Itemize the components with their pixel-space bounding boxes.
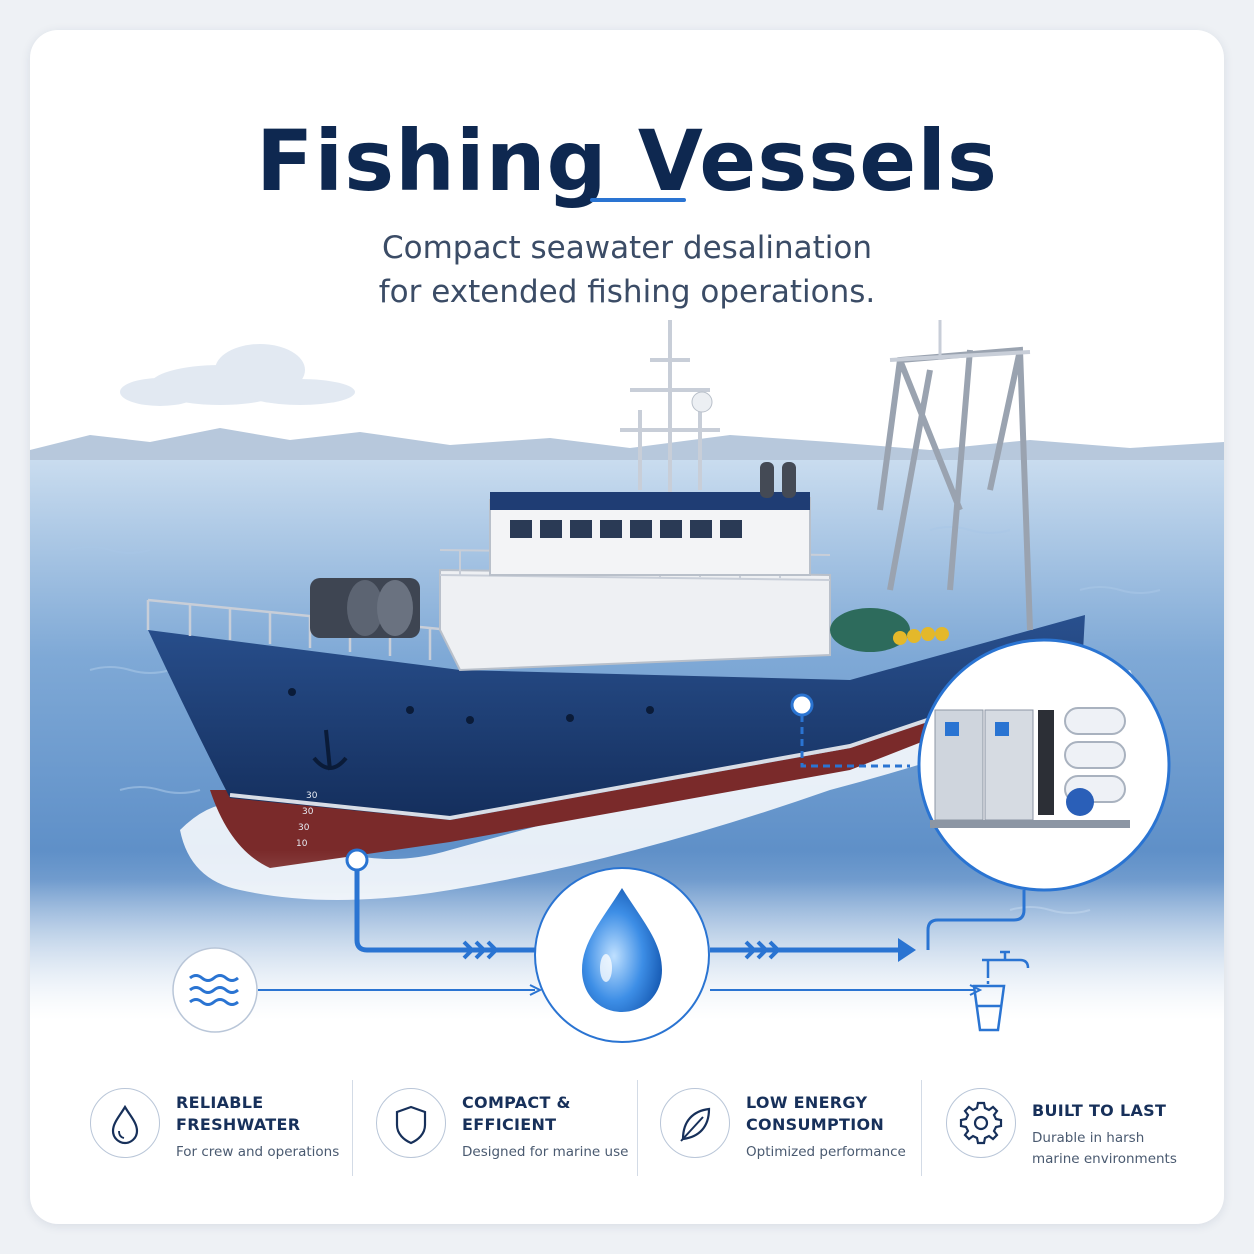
distant-hills — [30, 428, 1224, 470]
feature-desc-line: marine environments — [1032, 1151, 1177, 1167]
shield-icon — [376, 1088, 446, 1158]
feature-list: RELIABLE FRESHWATER For crew and operati… — [30, 1070, 1224, 1190]
feature-title-line: CONSUMPTION — [746, 1115, 885, 1134]
feature-title-line: FRESHWATER — [176, 1115, 301, 1134]
feature-title-line: RELIABLE — [176, 1093, 264, 1112]
feature-title: LOW ENERGY CONSUMPTION — [746, 1092, 936, 1136]
page-subtitle: Compact seawater desalination for extend… — [30, 226, 1224, 314]
feature-divider — [921, 1080, 922, 1176]
feature-divider — [637, 1080, 638, 1176]
hull-mark: 30 — [302, 807, 314, 817]
faucet-glass-icon — [972, 950, 1030, 1032]
feature-title-line: COMPACT & — [462, 1093, 571, 1112]
page-title: Fishing Vessels — [255, 112, 999, 210]
feature-title: COMPACT & EFFICIENT — [462, 1092, 652, 1136]
hull-mark: 10 — [296, 839, 308, 849]
feature-description: For crew and operations — [176, 1142, 376, 1163]
waves-icon — [172, 947, 258, 1033]
feature-description: Optimized performance — [746, 1142, 946, 1163]
feature-desc-line: Optimized performance — [746, 1144, 906, 1160]
subtitle-line: Compact seawater desalination — [381, 230, 873, 266]
feature-divider — [352, 1080, 353, 1176]
leaf-icon — [660, 1088, 730, 1158]
feature-title-line: LOW ENERGY — [746, 1093, 868, 1112]
feature-title: RELIABLE FRESHWATER — [176, 1092, 366, 1136]
clouds — [120, 344, 355, 406]
feature-description: Durable in harsh marine environments — [1032, 1128, 1224, 1170]
hull-mark: 30 — [298, 823, 310, 833]
feature-desc-line: Durable in harsh — [1032, 1130, 1145, 1146]
water-drop-icon — [90, 1088, 160, 1158]
subtitle-line: for extended fishing operations. — [378, 274, 876, 310]
infographic-card: 30 30 30 10 — [30, 30, 1224, 1224]
feature-desc-line: Designed for marine use — [462, 1144, 629, 1160]
gear-icon — [946, 1088, 1016, 1158]
hull-intake-node — [790, 693, 814, 717]
feature-desc-line: For crew and operations — [176, 1144, 340, 1160]
desalination-unit-icon — [917, 638, 1171, 892]
hull-bottom — [210, 670, 1082, 868]
feature-description: Designed for marine use — [462, 1142, 662, 1163]
feature-title: BUILT TO LAST — [1032, 1100, 1222, 1122]
feature-title-line: EFFICIENT — [462, 1115, 557, 1134]
title-underline — [590, 198, 686, 202]
bow-intake-node — [345, 848, 369, 872]
water-drop-icon — [534, 867, 710, 1043]
hull-mark: 30 — [306, 791, 318, 801]
vessel-scene: 30 30 30 10 — [30, 320, 1224, 1070]
ship: 30 30 30 10 — [146, 320, 1085, 868]
hull — [148, 615, 1085, 820]
feature-title-line: BUILT TO LAST — [1032, 1101, 1167, 1120]
